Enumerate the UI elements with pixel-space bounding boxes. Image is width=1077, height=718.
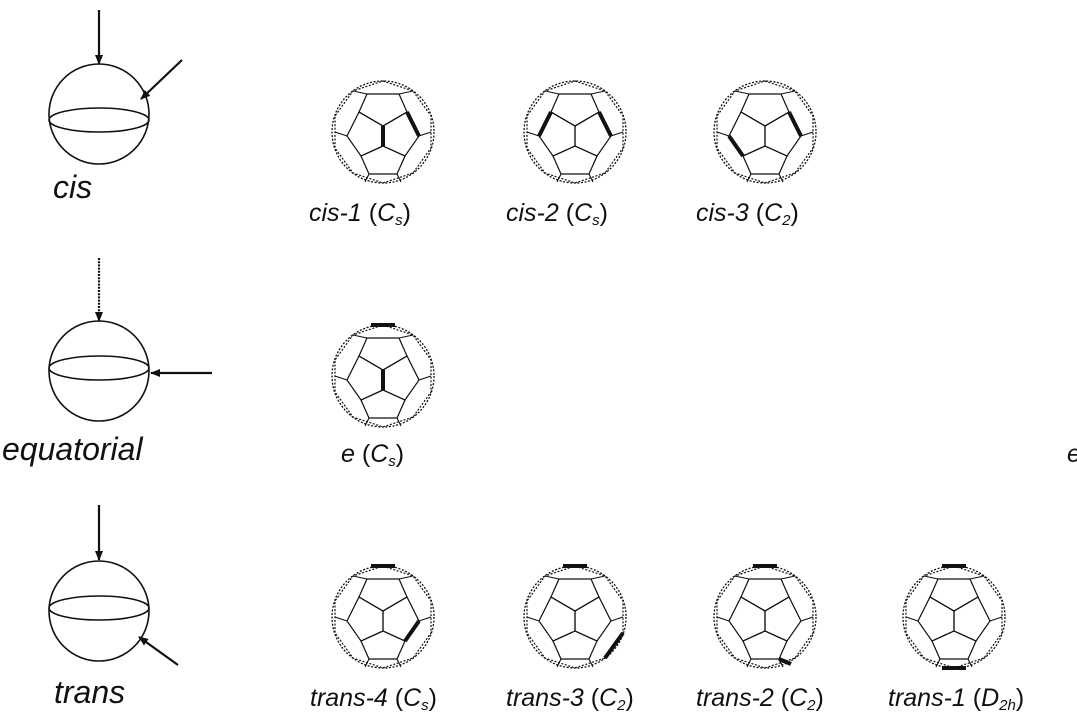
isomer-label-cis-2: cis-2 (Cs) (506, 199, 608, 229)
isomer-label-cis-1: cis-1 (Cs) (309, 199, 411, 229)
isomer-label-trans-2: trans-2 (C2) (696, 684, 824, 714)
isomer-label-trans-1: trans-1 (D2h) (888, 684, 1024, 714)
cis-2-fullerene-icon (523, 80, 627, 184)
trans-4-fullerene-icon (331, 564, 435, 669)
cis-3-fullerene-icon (713, 80, 817, 184)
trans-1-fullerene-icon (902, 564, 1006, 670)
isomer-label-trans-3: trans-3 (C2) (506, 684, 634, 714)
trans-sphere-icon (48, 505, 179, 666)
trans-3-fullerene-icon (523, 564, 627, 669)
e-fullerene-icon (331, 323, 435, 428)
isomer-label-trans-4: trans-4 (Cs) (310, 684, 437, 714)
trans-2-fullerene-icon (713, 564, 817, 669)
equatorial-sphere-icon (48, 258, 212, 422)
cis-1-fullerene-icon (331, 80, 435, 184)
cis-sphere-icon (48, 10, 183, 165)
cis-category-label: cis (53, 169, 92, 205)
isomer-label-e: e (Cs) (341, 440, 404, 470)
edge-fragment-text: e (1067, 440, 1077, 468)
trans-category-label: trans (54, 674, 125, 710)
equatorial-category-label: equatorial (2, 431, 143, 467)
isomer-label-cis-3: cis-3 (C2) (696, 199, 799, 229)
